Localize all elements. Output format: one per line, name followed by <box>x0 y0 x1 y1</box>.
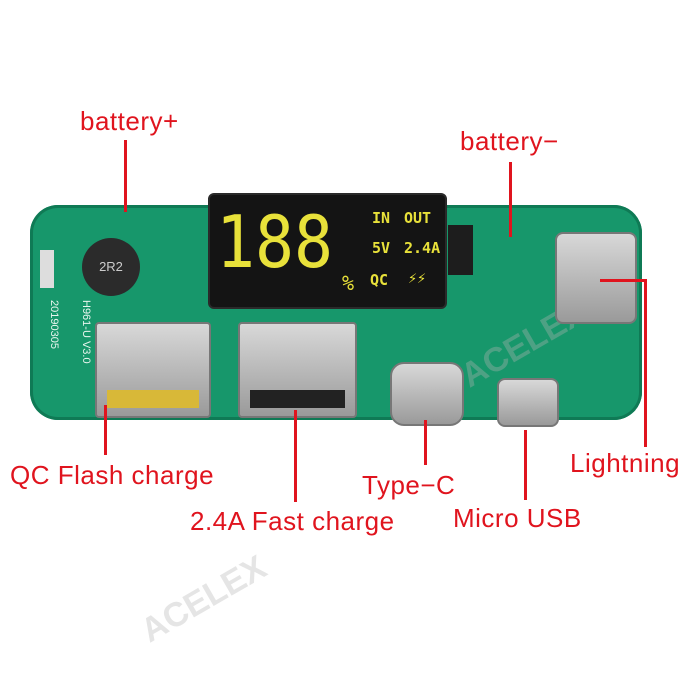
lightning-port <box>555 232 637 324</box>
label-type-c: Type−C <box>362 470 456 500</box>
display-digits: 188 <box>216 200 334 284</box>
label-micro-usb: Micro USB <box>453 503 582 533</box>
lcd-display: 188 % IN OUT 5V 2.4A QC ⚡⚡ <box>208 193 447 309</box>
pointer-line <box>424 420 427 465</box>
label-fast-charge: 2.4A Fast charge <box>190 506 395 536</box>
display-out: OUT <box>404 209 432 227</box>
board-model: H961-U V3.0 <box>80 300 92 364</box>
watermark: ACELEX <box>134 548 273 651</box>
pointer-line <box>509 162 512 237</box>
ic-chip <box>448 225 473 275</box>
pointer-line <box>124 140 127 212</box>
label-battery-plus: battery+ <box>80 106 179 136</box>
pointer-line <box>524 430 527 500</box>
label-battery-minus: battery− <box>460 126 559 156</box>
board-date: 20190305 <box>48 300 60 349</box>
type-c-port <box>390 362 464 426</box>
display-current: 2.4A <box>404 239 441 257</box>
switch <box>40 250 54 288</box>
display-in: IN <box>372 209 391 227</box>
pointer-line <box>644 279 647 447</box>
bolt-icon: ⚡⚡ <box>408 269 427 287</box>
micro-usb-port <box>497 378 559 427</box>
display-voltage: 5V <box>372 239 391 257</box>
pointer-line <box>294 410 297 502</box>
display-percent: % <box>342 271 355 295</box>
inductor: 2R2 <box>82 238 140 296</box>
display-qc: QC <box>370 271 389 289</box>
label-qc-flash-charge: QC Flash charge <box>10 460 215 490</box>
qc-usb-port <box>95 322 211 418</box>
fast-charge-usb-port <box>238 322 357 418</box>
label-lightning: Lightning <box>570 448 681 478</box>
pointer-line <box>104 405 107 455</box>
pointer-line <box>600 279 647 282</box>
